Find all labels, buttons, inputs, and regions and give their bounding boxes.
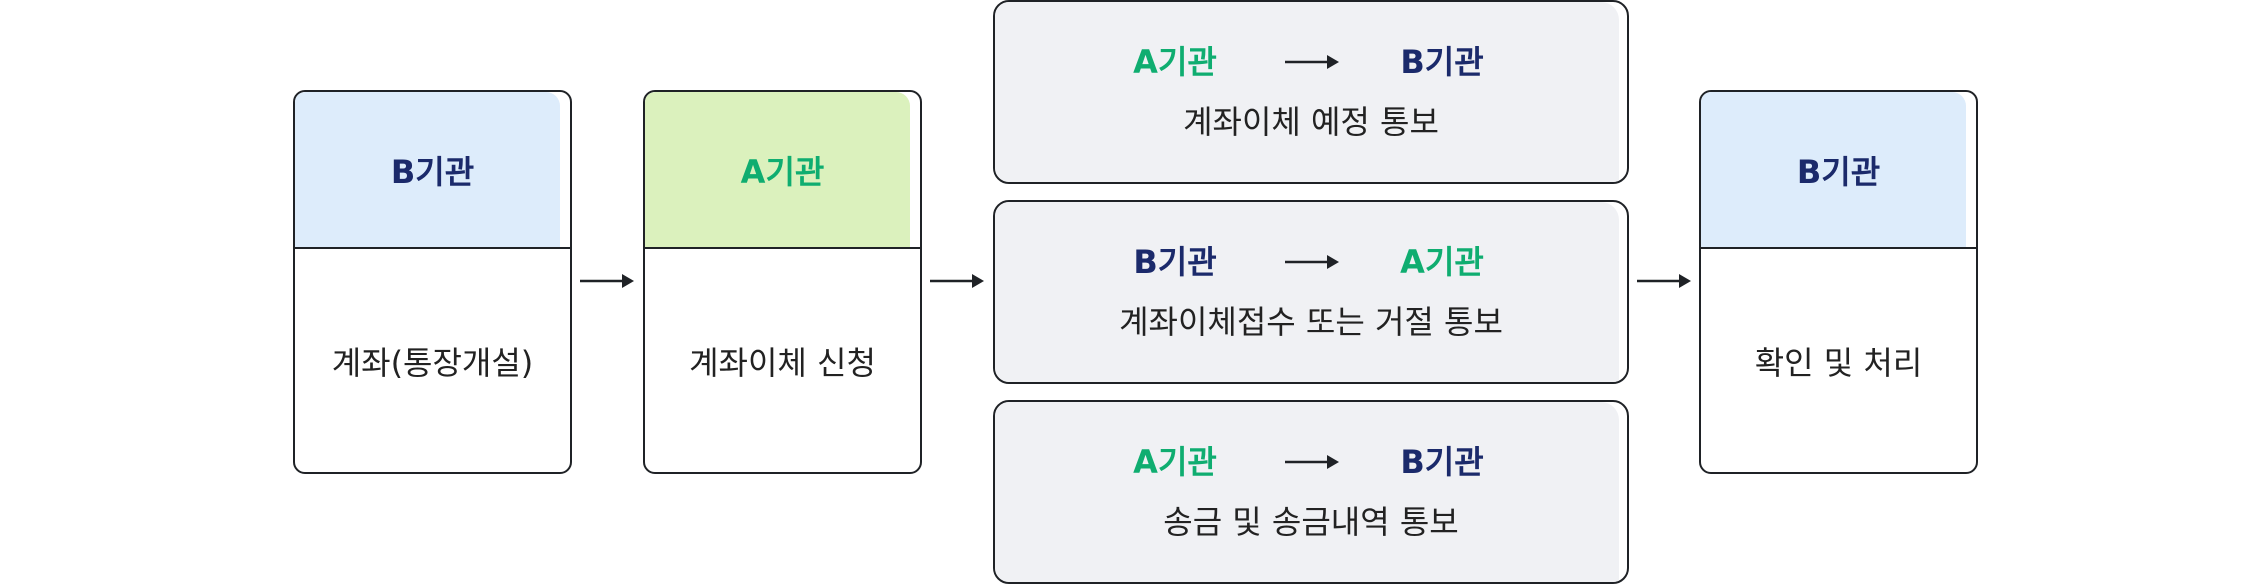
notice-description: 계좌이체 예정 통보 [1183,103,1439,141]
notice-route: A기관 B기관 [995,42,1627,82]
org-label: A기관 [740,152,825,191]
notice-description: 송금 및 송금내역 통보 [1163,503,1459,541]
step-task: 계좌이체 신청 [689,343,876,382]
notice-box-accept-or-reject: B기관 A기관 계좌이체접수 또는 거절 통보 [993,200,1629,384]
route-arrow-icon [1285,255,1339,269]
notice-fill [995,2,1619,182]
step-header: A기관 [645,92,920,249]
notice-description: 계좌이체접수 또는 거절 통보 [1119,303,1503,341]
header-fill [1701,92,1966,247]
org-label: B기관 [1796,152,1881,191]
route-from-org: A기관 [1133,43,1217,81]
flow-arrow-icon [930,274,984,288]
step-task: 확인 및 처리 [1754,343,1923,382]
route-to-org: B기관 [1400,43,1484,81]
flow-arrow-icon [1637,274,1691,288]
route-from-org: A기관 [1133,443,1217,481]
route-arrow-icon [1285,55,1339,69]
header-fill [295,92,560,247]
step-card-confirm-process: B기관 확인 및 처리 [1699,90,1978,474]
notice-route: B기관 A기관 [995,242,1627,282]
header-fill [645,92,910,247]
route-from-org: B기관 [1133,243,1217,281]
notice-route: A기관 B기관 [995,442,1627,482]
step-header: B기관 [1701,92,1976,249]
step-header: B기관 [295,92,570,249]
step-card-account-opening: B기관 계좌(통장개설) [293,90,572,474]
step-task: 계좌(통장개설) [331,343,534,382]
route-to-org: B기관 [1400,443,1484,481]
step-card-transfer-request: A기관 계좌이체 신청 [643,90,922,474]
org-label: B기관 [390,152,475,191]
route-arrow-icon [1285,455,1339,469]
flow-arrow-icon [580,274,634,288]
notice-fill [995,402,1619,582]
notice-box-remittance: A기관 B기관 송금 및 송금내역 통보 [993,400,1629,584]
route-to-org: A기관 [1400,243,1484,281]
notice-fill [995,202,1619,382]
notice-box-transfer-scheduled: A기관 B기관 계좌이체 예정 통보 [993,0,1629,184]
